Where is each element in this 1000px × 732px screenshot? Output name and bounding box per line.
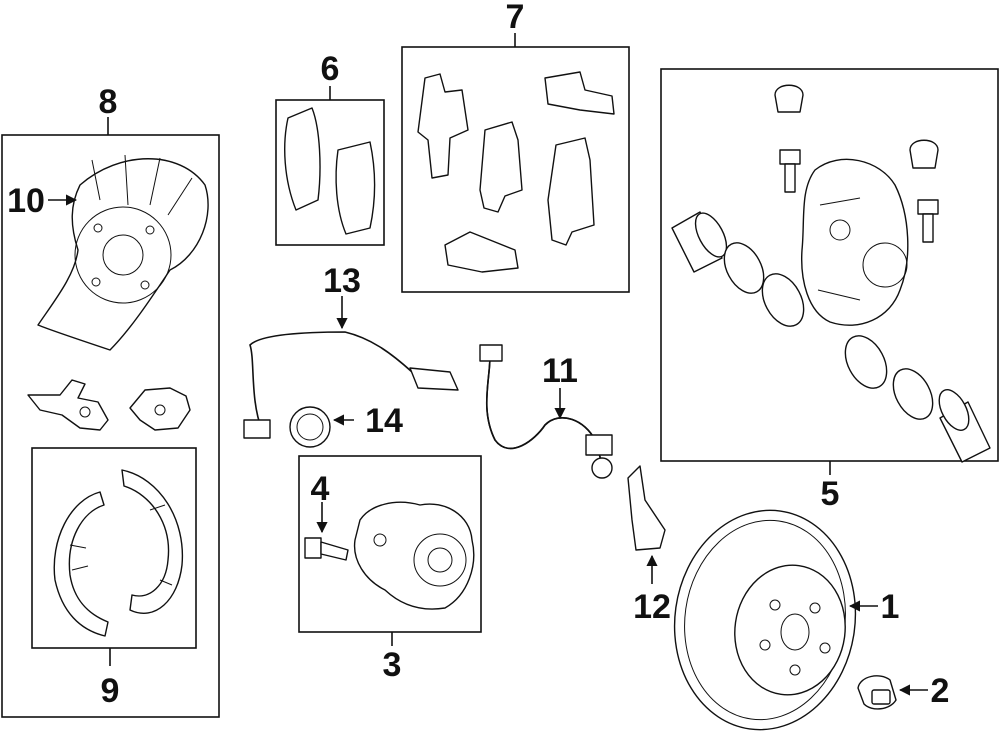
brake-shoe-left xyxy=(53,491,109,637)
group-6-brake-pads: 6 xyxy=(275,50,385,246)
brake-rotor xyxy=(673,509,857,731)
callout-5: 5 xyxy=(821,475,840,513)
brake-pad-outer xyxy=(284,107,321,211)
brake-shoe-right xyxy=(121,469,184,614)
callout-9: 9 xyxy=(101,672,120,710)
hub-bolt xyxy=(304,537,349,561)
group-8-frame xyxy=(1,134,220,718)
dust-boot-bottom xyxy=(844,335,888,389)
callout-7: 7 xyxy=(506,0,525,36)
group-8-backing-plate: 8 10 9 xyxy=(1,83,220,718)
group-9-frame xyxy=(31,447,197,649)
group-7-hardware-kit: 7 xyxy=(401,0,630,293)
clip-top xyxy=(544,71,615,115)
callout-11: 11 xyxy=(542,352,578,390)
parking-lever-left xyxy=(27,379,109,431)
parking-lever-right xyxy=(129,387,191,431)
piston-bottom xyxy=(938,389,991,463)
callout-10: 10 xyxy=(7,182,45,220)
bleeder-cap-1 xyxy=(774,84,804,113)
callout-6: 6 xyxy=(321,50,340,88)
callout-14: 14 xyxy=(365,402,403,440)
bleeder-cap-2 xyxy=(909,139,939,169)
callout-2: 2 xyxy=(931,672,950,710)
dust-shield xyxy=(37,154,209,351)
group-3-frame xyxy=(298,455,482,633)
seal-ring-bottom xyxy=(892,368,934,420)
bleeder-screw-2 xyxy=(917,199,939,243)
seal-ring-top xyxy=(723,242,765,294)
dust-boot-top xyxy=(761,273,805,327)
callout-4: 4 xyxy=(311,470,330,508)
callout-12: 12 xyxy=(633,588,671,626)
shim-center xyxy=(479,121,523,213)
callout-13: 13 xyxy=(323,262,361,300)
brake-pad-inner xyxy=(335,141,376,235)
sensor-ring xyxy=(289,406,331,448)
caliper-housing xyxy=(801,158,909,326)
wheel-speed-sensor xyxy=(243,331,459,439)
shim-left xyxy=(417,73,469,179)
wheel-hub xyxy=(353,501,475,610)
group-3-hub-bearing: 3 4 xyxy=(298,455,482,684)
bleeder-screw-1 xyxy=(779,149,801,193)
clip-bottom xyxy=(444,231,519,273)
hose-bracket xyxy=(627,465,666,551)
callout-8: 8 xyxy=(99,83,118,121)
brake-hose xyxy=(479,344,613,479)
piston-top xyxy=(671,211,728,273)
group-5-caliper: 5 xyxy=(660,68,999,513)
callout-3: 3 xyxy=(383,646,402,684)
hub-cap xyxy=(857,675,897,710)
callout-1: 1 xyxy=(881,588,900,626)
shim-right xyxy=(547,137,595,246)
